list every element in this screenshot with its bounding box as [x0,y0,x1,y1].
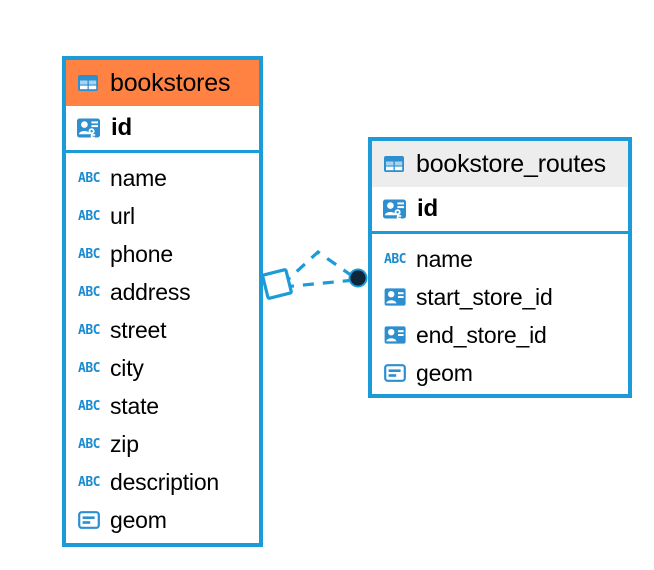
field-label: geom [110,506,167,533]
svg-text:ABC: ABC [78,361,100,376]
field-row[interactable]: ABC street [66,311,259,349]
primary-key-label: id [111,114,132,141]
string-type-icon: ABC [76,279,102,305]
string-type-icon: ABC [76,393,102,419]
svg-text:ABC: ABC [78,475,100,490]
primary-key-icon [381,196,408,223]
geometry-type-icon [382,360,408,386]
field-row[interactable]: ABC phone [66,235,259,273]
field-label: state [110,392,159,419]
svg-text:ABC: ABC [78,209,100,224]
field-row[interactable]: ABC state [66,387,259,425]
entity-header-bookstores[interactable]: bookstores [66,60,259,106]
field-row[interactable]: start_store_id [372,278,628,316]
diamond-marker [261,268,293,300]
field-list: ABC name ABC url ABC p [66,153,259,545]
field-row[interactable]: geom [66,501,259,539]
foreign-key-icon [382,322,408,348]
field-row[interactable]: ABC city [66,349,259,387]
entity-bookstores[interactable]: bookstores id [62,56,263,547]
field-list: ABC name start_store_id [372,234,628,398]
entity-header-bookstore-routes[interactable]: bookstore_routes [372,141,628,187]
entity-bookstore-routes[interactable]: bookstore_routes id [368,137,632,398]
field-label: end_store_id [416,321,547,348]
field-label: geom [416,359,473,386]
field-row[interactable]: end_store_id [372,316,628,354]
string-type-icon: ABC [382,246,408,272]
svg-text:ABC: ABC [78,247,100,262]
field-row[interactable]: ABC zip [66,425,259,463]
entity-title: bookstores [110,68,231,97]
filled-circle-marker [348,268,368,288]
string-type-icon: ABC [76,317,102,343]
table-icon [381,151,407,177]
field-label: street [110,316,167,343]
field-label: phone [110,240,173,267]
string-type-icon: ABC [76,241,102,267]
relationship-line-lower [282,278,356,289]
field-label: city [110,354,144,381]
field-label: description [110,468,220,495]
foreign-key-icon [382,284,408,310]
string-type-icon: ABC [76,355,102,381]
primary-key-icon [75,115,102,142]
table-icon [75,70,101,96]
field-label: address [110,278,191,305]
entity-title: bookstore_routes [416,149,606,178]
field-row[interactable]: ABC name [66,159,259,197]
field-label: zip [110,430,139,457]
field-label: name [416,245,473,272]
geometry-type-icon [76,507,102,533]
field-row[interactable]: ABC address [66,273,259,311]
field-row[interactable]: ABC url [66,197,259,235]
field-row[interactable]: geom [372,354,628,392]
string-type-icon: ABC [76,165,102,191]
primary-key-row[interactable]: id [66,106,259,153]
svg-text:ABC: ABC [78,323,100,338]
svg-text:ABC: ABC [78,399,100,414]
string-type-icon: ABC [76,431,102,457]
field-label: name [110,164,167,191]
relationship-line-upper [280,249,356,287]
string-type-icon: ABC [76,203,102,229]
field-row[interactable]: ABC name [372,240,628,278]
primary-key-label: id [417,195,438,222]
svg-text:ABC: ABC [78,171,100,186]
svg-text:ABC: ABC [78,437,100,452]
field-row[interactable]: ABC description [66,463,259,501]
field-label: start_store_id [416,283,553,310]
field-label: url [110,202,135,229]
primary-key-row[interactable]: id [372,187,628,234]
string-type-icon: ABC [76,469,102,495]
svg-text:ABC: ABC [384,252,406,267]
svg-text:ABC: ABC [78,285,100,300]
